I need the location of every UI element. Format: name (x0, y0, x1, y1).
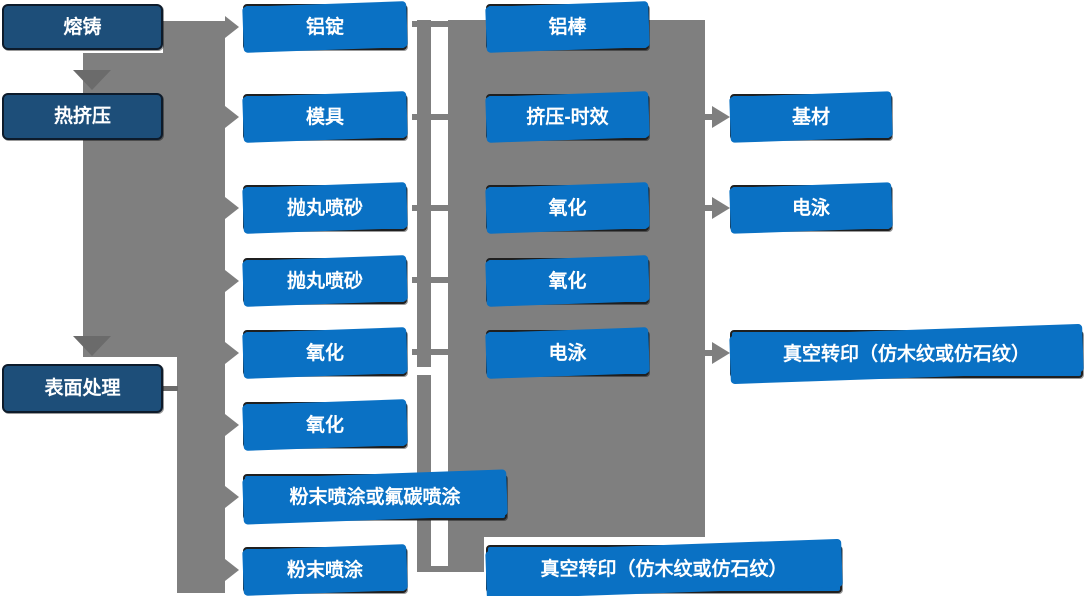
node-shot-blasting-1: 抛丸喷砂 (243, 185, 407, 231)
node-al-rod: 铝棒 (486, 4, 649, 50)
connector-stub-row5 (412, 349, 450, 355)
arrowhead-to-mold-icon (225, 106, 239, 128)
arrowhead-to-base-material-icon (712, 106, 730, 128)
node-al-ingot: 铝锭 (243, 4, 407, 50)
node-oxidation-a: 氧化 (243, 330, 407, 376)
arrowhead-to-vacuum-transfer-b-icon (712, 342, 730, 364)
arrowhead-to-oxidation-b-icon (225, 414, 239, 436)
node-vacuum-transfer-a: 真空转印（仿木纹或仿石纹） (486, 545, 842, 593)
connector-center-block-tab (448, 537, 484, 567)
node-extrusion-aging: 挤压-时效 (486, 94, 649, 140)
connector-stub-row1 (412, 21, 450, 27)
node-oxidation-d: 氧化 (486, 258, 649, 304)
connector-surface-treatment-link (163, 386, 178, 391)
node-powder-or-fluorocarbon: 粉末喷涂或氟碳喷涂 (243, 474, 507, 520)
node-surface-treatment: 表面处理 (2, 364, 163, 413)
node-base-material: 基材 (730, 94, 892, 140)
connector-left-lower-bar (177, 357, 225, 593)
node-melt-casting: 熔铸 (2, 4, 163, 50)
connector-to-electrophoresis-b (700, 205, 714, 211)
node-vacuum-transfer-b: 真空转印（仿木纹或仿石纹） (730, 330, 1083, 378)
arrowhead-to-shot-blasting-2-icon (225, 270, 239, 292)
arrowhead-to-al-ingot-icon (225, 16, 239, 38)
node-shot-blasting-2: 抛丸喷砂 (243, 258, 407, 304)
connector-stub-row4 (412, 277, 450, 283)
arrowhead-to-powder-coating-icon (225, 559, 239, 581)
connector-to-vacuum-transfer-b (700, 350, 714, 356)
node-hot-extrusion: 热挤压 (2, 93, 163, 140)
arrowhead-to-shot-blasting-1-icon (225, 197, 239, 219)
node-mold: 模具 (243, 94, 407, 140)
arrowhead-to-electrophoresis-b-icon (712, 197, 730, 219)
node-oxidation-b: 氧化 (243, 402, 407, 448)
node-oxidation-c: 氧化 (486, 185, 649, 231)
connector-to-base-material (700, 114, 714, 120)
arrowhead-to-oxidation-a-icon (225, 342, 239, 364)
connector-stub-row2 (412, 114, 450, 120)
node-electrophoresis-b: 电泳 (730, 185, 892, 231)
connector-stub-row3 (412, 205, 450, 211)
arrowhead-to-powder-fluorocarbon-icon (225, 486, 239, 508)
node-electrophoresis-a: 电泳 (486, 330, 649, 376)
connector-arm-to-al-ingot (163, 21, 225, 53)
connector-stub-bottom (417, 566, 484, 572)
node-powder-coating: 粉末喷涂 (243, 547, 407, 593)
connector-mid-bar-upper (417, 20, 431, 367)
